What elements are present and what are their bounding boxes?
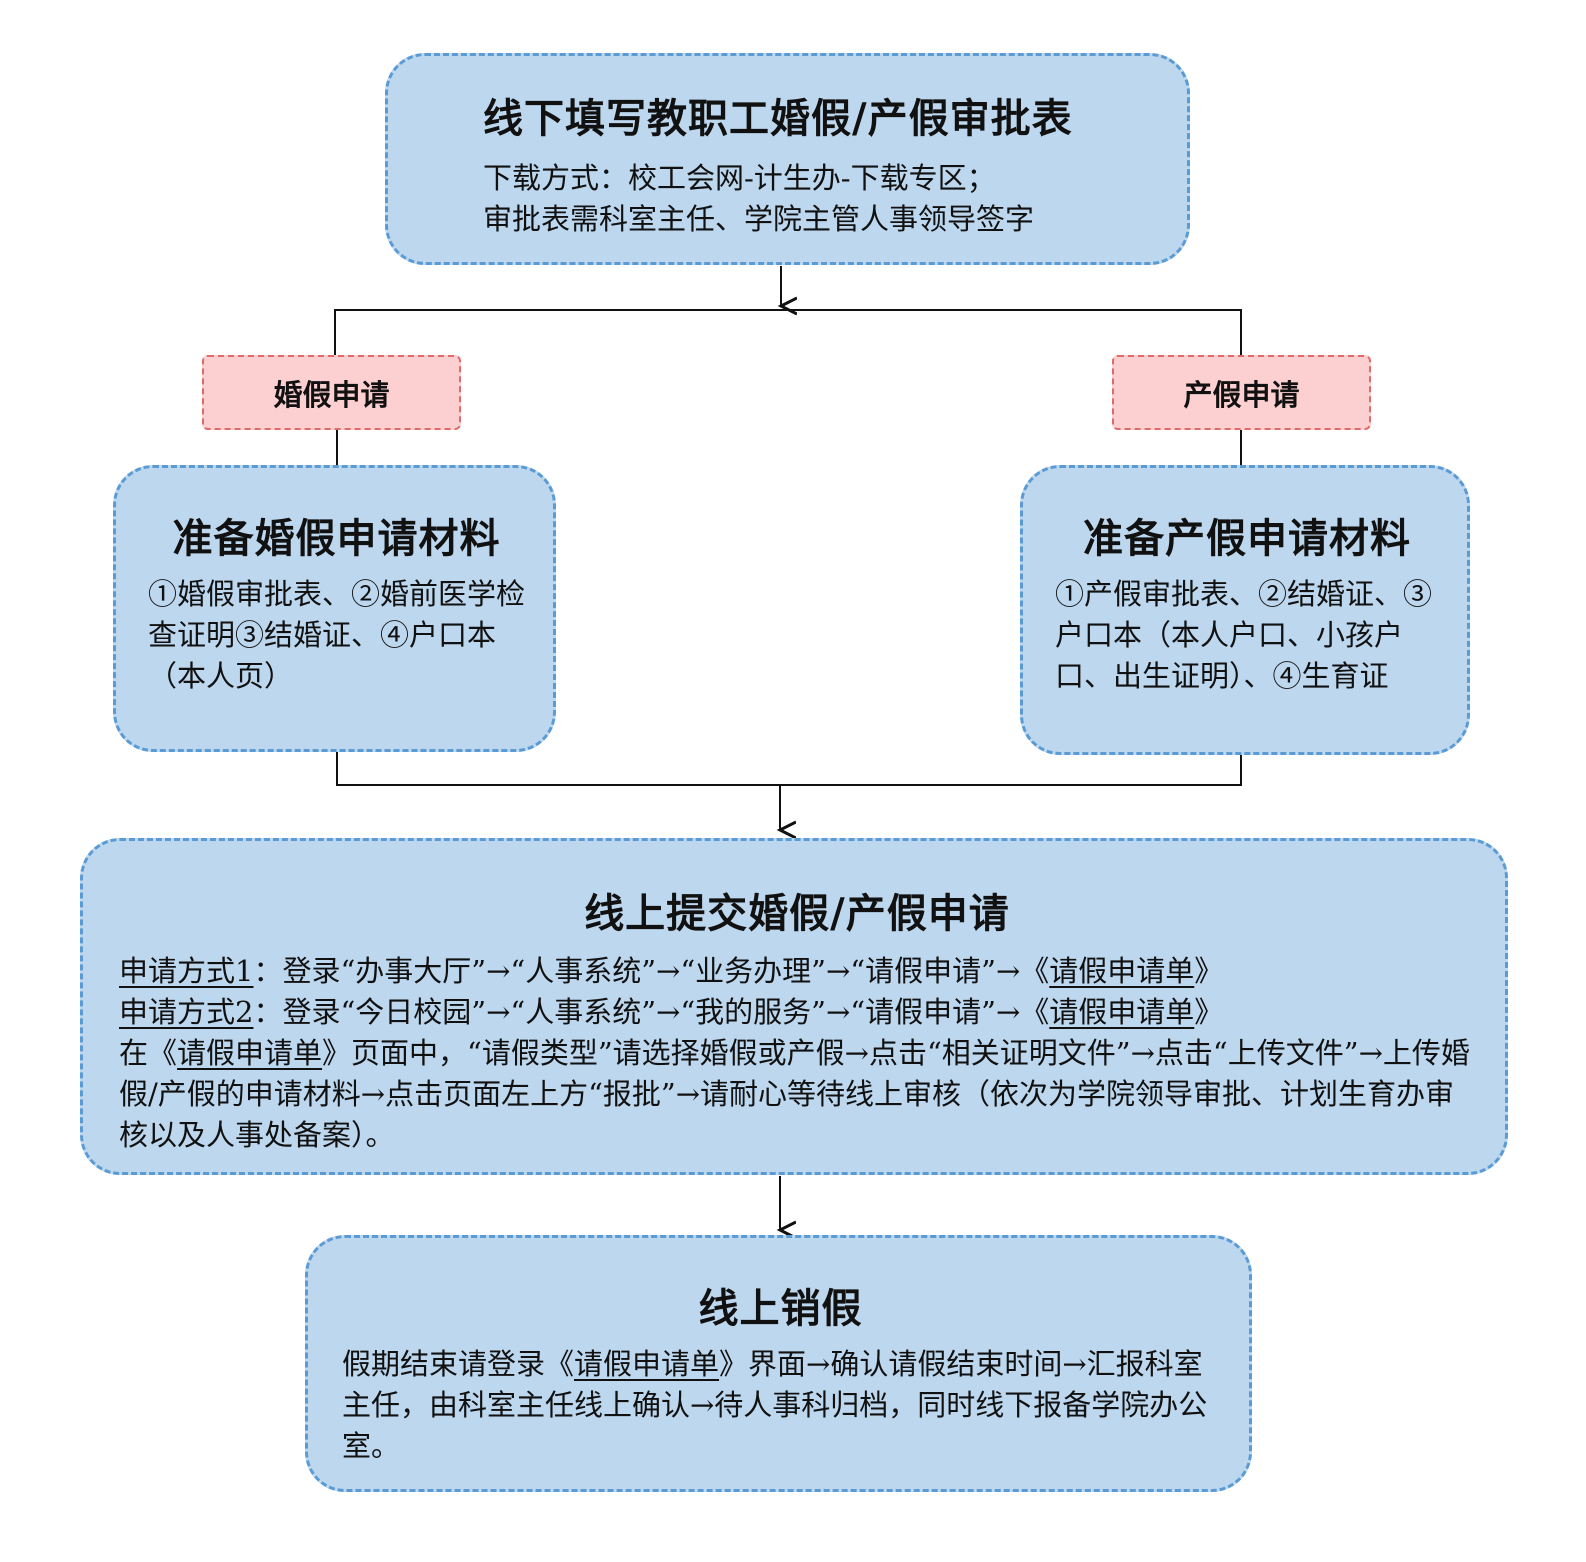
method-1-label: 申请方式1 [119,954,254,988]
marriage-materials-list: ①婚假审批表、②婚前医学检查证明③结婚证、④户口本（本人页） [148,577,526,693]
online-cancel-title: 线上销假 [698,1285,863,1332]
method-1: 申请方式1：登录“办事大厅”→“人事系统”→“业务办理”→“请假申请”→《请假申… [119,951,1475,992]
method-2-label: 申请方式2 [119,995,254,1029]
cancel-instructions: 假期结束请登录《请假申请单》界面→确认请假结束时间→汇报科室主任，由科室主任线上… [342,1344,1219,1467]
method-1-text: ：登录“办事大厅”→“人事系统”→“业务办理”→“请假申请”→《 [253,954,1050,988]
offline-form-title: 线下填写教职工婚假/产假审批表 [483,95,1073,142]
marriage-leave-label: 婚假申请 [202,355,461,430]
marriage-materials-box: 准备婚假申请材料 ①婚假审批表、②婚前医学检查证明③结婚证、④户口本（本人页） [113,465,556,752]
signature-requirement: 审批表需科室主任、学院主管人事领导签字 [483,202,1035,236]
maternity-materials-box: 准备产假申请材料 ①产假审批表、②结婚证、③户口本（本人户口、小孩户口、出生证明… [1020,465,1470,755]
leave-form-link: 请假申请单 [1049,995,1195,1029]
method-2: 申请方式2：登录“今日校园”→“人事系统”→“我的服务”→“请假申请”→《请假申… [119,992,1475,1033]
leave-form-link: 请假申请单 [1049,954,1195,988]
maternity-leave-label: 产假申请 [1112,355,1371,430]
offline-form-box: 线下填写教职工婚假/产假审批表 下载方式：校工会网-计生办-下载专区； 审批表需… [385,53,1190,265]
method-2-text: ：登录“今日校园”→“人事系统”→“我的服务”→“请假申请”→《 [253,995,1050,1029]
online-cancel-box: 线上销假 假期结束请登录《请假申请单》界面→确认请假结束时间→汇报科室主任，由科… [305,1235,1252,1492]
instr-start: 在《 [119,1036,178,1070]
leave-form-link: 请假申请单 [177,1036,323,1070]
method-1-end: 》 [1194,954,1224,988]
maternity-materials-list: ①产假审批表、②结婚证、③户口本（本人户口、小孩户口、出生证明）、④生育证 [1055,577,1433,693]
cancel-rest: 》界面→确认请假结束时间→汇报科室主任，由科室主任线上确认→待人事科归档，同时线… [342,1347,1208,1463]
online-submit-box: 线上提交婚假/产假申请 申请方式1：登录“办事大厅”→“人事系统”→“业务办理”… [80,838,1508,1175]
marriage-materials-title: 准备婚假申请材料 [172,515,501,562]
online-instructions: 在《请假申请单》页面中，“请假类型”请选择婚假或产假→点击“相关证明文件”→点击… [119,1033,1475,1156]
download-method: 下载方式：校工会网-计生办-下载专区； [483,161,996,195]
online-submit-title: 线上提交婚假/产假申请 [584,890,1010,937]
cancel-start: 假期结束请登录《 [342,1347,575,1381]
method-2-end: 》 [1194,995,1224,1029]
leave-form-link: 请假申请单 [574,1347,720,1381]
maternity-materials-title: 准备产假申请材料 [1083,515,1411,562]
instr-rest: 》页面中，“请假类型”请选择婚假或产假→点击“相关证明文件”→点击“上传文件”→… [119,1036,1470,1152]
